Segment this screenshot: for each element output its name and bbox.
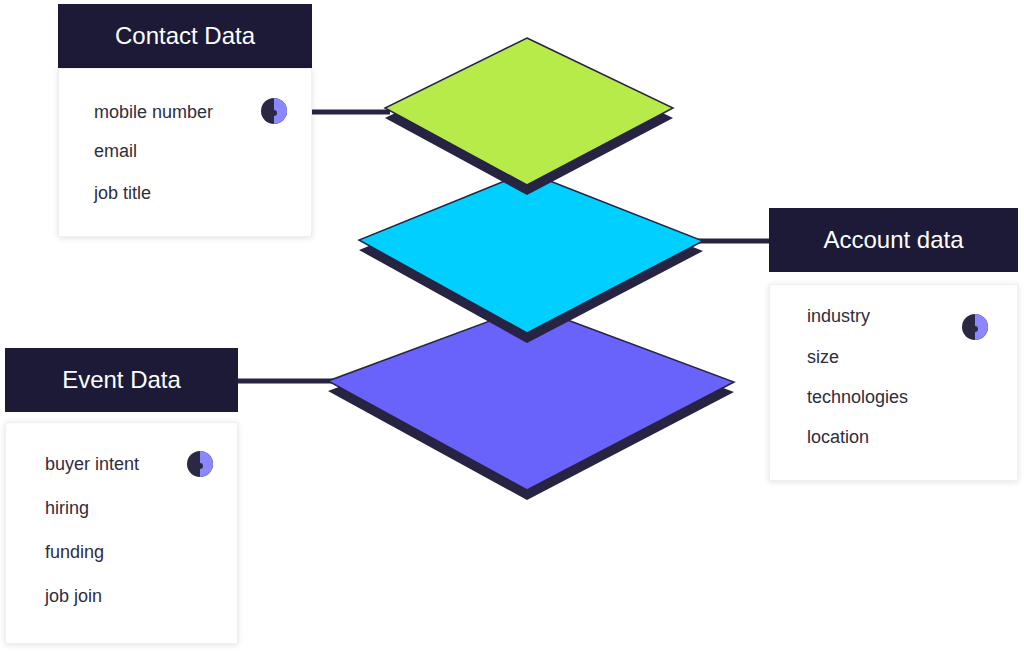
list-card: mobile number email job title (58, 68, 312, 237)
list-item: hiring (45, 497, 89, 519)
header-text: Account data (823, 226, 963, 254)
list-item: technologies (807, 386, 908, 408)
header-text: Contact Data (115, 22, 255, 50)
header-box: Contact Data (58, 4, 312, 68)
header-box: Event Data (5, 348, 238, 412)
leader-line (238, 379, 333, 384)
list-item: mobile number (94, 101, 213, 123)
header-text: Event Data (62, 366, 181, 394)
leader-line (312, 110, 390, 115)
header-box: Account data (769, 208, 1018, 272)
list-item: funding (45, 541, 104, 563)
contact-layer (385, 38, 673, 185)
status-icon (186, 450, 214, 478)
list-item: job title (94, 182, 151, 204)
list-card: buyer intent hiring funding job join (5, 422, 238, 644)
list-card: industry size technologies location (769, 284, 1018, 481)
list-item: email (94, 140, 137, 162)
leader-line (698, 239, 769, 244)
account-layer (359, 172, 703, 333)
list-item: location (807, 426, 869, 448)
list-item: buyer intent (45, 453, 139, 475)
list-item: job join (45, 585, 102, 607)
list-item: industry (807, 305, 870, 327)
status-icon (260, 97, 288, 125)
list-item: size (807, 346, 839, 368)
status-icon (961, 313, 989, 341)
